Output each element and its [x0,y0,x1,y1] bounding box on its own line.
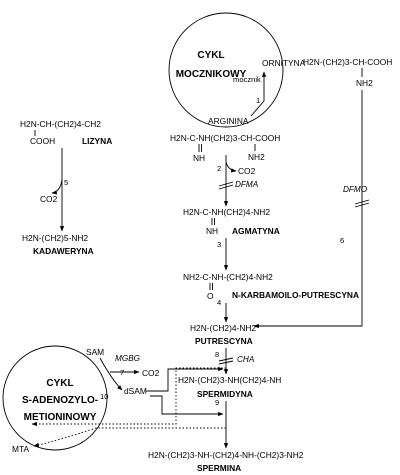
lysine-cooh: COOH [30,136,55,146]
cadaverine-name: KADAWERYNA [33,246,94,256]
urea-cycle-circle [168,12,284,128]
arrow-ornithine-to-putrescine [253,90,363,329]
carbamoyl-oxygen: O [207,291,214,301]
dfma-block-mark-1 [218,181,234,187]
agmatine-nh: NH [206,226,218,236]
spermine-name: SPERMINA [197,463,241,473]
step-5-label: 5 [64,178,68,187]
spermidine-name: SPERMIDYNA [197,389,253,399]
sam-cycle-label-line1: CYKL [46,378,73,389]
step-10-label: 10 [100,392,108,401]
arrow-co2-lysine-release [51,179,63,195]
co2-arginine-label: CO2 [238,166,256,176]
mgbg-inhibitor-label: MGBG [115,354,141,363]
cha-inhibitor-label: CHA [237,355,255,364]
ornithine-cycle-label: ORNITYNA [262,58,306,68]
cha-block-mark-1 [218,357,234,362]
dfma-inhibitor-label: DFMA [235,180,259,189]
cha-block-mark-2 [218,360,234,365]
step-9-label: 9 [215,398,219,407]
arrow-mta-release-step9 [33,427,226,448]
urea-cycle-label-line1: CYKL [197,50,224,61]
sam-cycle: CYKL S-ADENOZYLO- METIONINOWY SAM dSAM M… [2,345,147,454]
lysine-name: LIZYNA [82,136,112,146]
sam-cycle-label-line2: S-ADENOZYLO- [22,395,98,406]
cadaverine-formula: H2N-(CH2)5-NH2 [22,233,88,243]
co2-lysine-label: CO2 [40,194,58,204]
arginine-nh2: NH2 [248,152,265,162]
dfma-block-mark-2 [218,184,234,190]
lysine-formula: H2N-CH-(CH2)4-CH2 [20,119,101,129]
carbamoyl-putrescine-name: N-KARBAMOILO-PUTRESCYNA [232,290,359,300]
arginine-formula: H2N-C-NH(CH2)3-CH-COOH [170,133,280,143]
sam-cycle-circle [2,345,108,451]
agmatine-name: AGMATYNA [232,226,280,236]
sam-label: SAM [86,347,104,357]
spermidine-formula: H2N-(CH2)3-NH(CH2)4-NH [178,375,281,385]
step-3-label: 3 [217,240,221,249]
dfmo-inhibitor-label: DFMO [343,185,368,194]
arginine-nh: NH [193,153,205,163]
step-6-label: 6 [340,236,344,245]
urea-product-label: mocznik [233,75,261,84]
urea-cycle-label-line2: MOCZNIKOWY [176,69,247,80]
dfmo-block-mark-2 [354,202,370,208]
co2-sam-label: CO2 [142,368,160,378]
arrow-mta-release-step8 [31,367,226,427]
mta-label: MTA [12,444,29,454]
arrow-arginine-to-ornithine [250,71,267,117]
step-4-label: 4 [217,298,221,307]
arrow-co2-arginine-release [225,161,237,173]
ornithine-formula: H2N-(CH2)3-CH-COOH [303,57,392,67]
sam-cycle-label-line3: METIONINOWY [24,412,97,423]
step-8-label: 8 [215,350,219,359]
urea-cycle: CYKL MOCZNIKOWY ORNITYNA mocznik ARGININ… [168,12,306,128]
spermine-formula: H2N-(CH2)3-NH-(CH2)4-NH-(CH2)3-NH2 [148,450,304,460]
arginine-cycle-label: ARGININA [208,116,249,126]
putrescine-name: PUTRESCYNA [195,336,253,346]
ornithine-nh2: NH2 [356,78,373,88]
putrescine-formula: H2N-(CH2)4-NH2 [190,323,256,333]
dfmo-block-mark-1 [354,199,370,205]
arrow-sam-to-dsam [99,357,123,391]
step-7-label: 7 [120,368,124,377]
carbamoyl-putrescine-formula: NH2-C-NH-(CH2)4-NH2 [183,272,273,282]
step-1-label: 1 [256,96,260,105]
step-2-label: 2 [217,164,221,173]
arrow-dsam-to-spermine-step [150,395,224,417]
dsam-label: dSAM [124,386,147,396]
arrow-dsam-to-spermidine-step [146,366,224,392]
agmatine-formula: H2N-C-NH(CH2)4-NH2 [183,207,270,217]
